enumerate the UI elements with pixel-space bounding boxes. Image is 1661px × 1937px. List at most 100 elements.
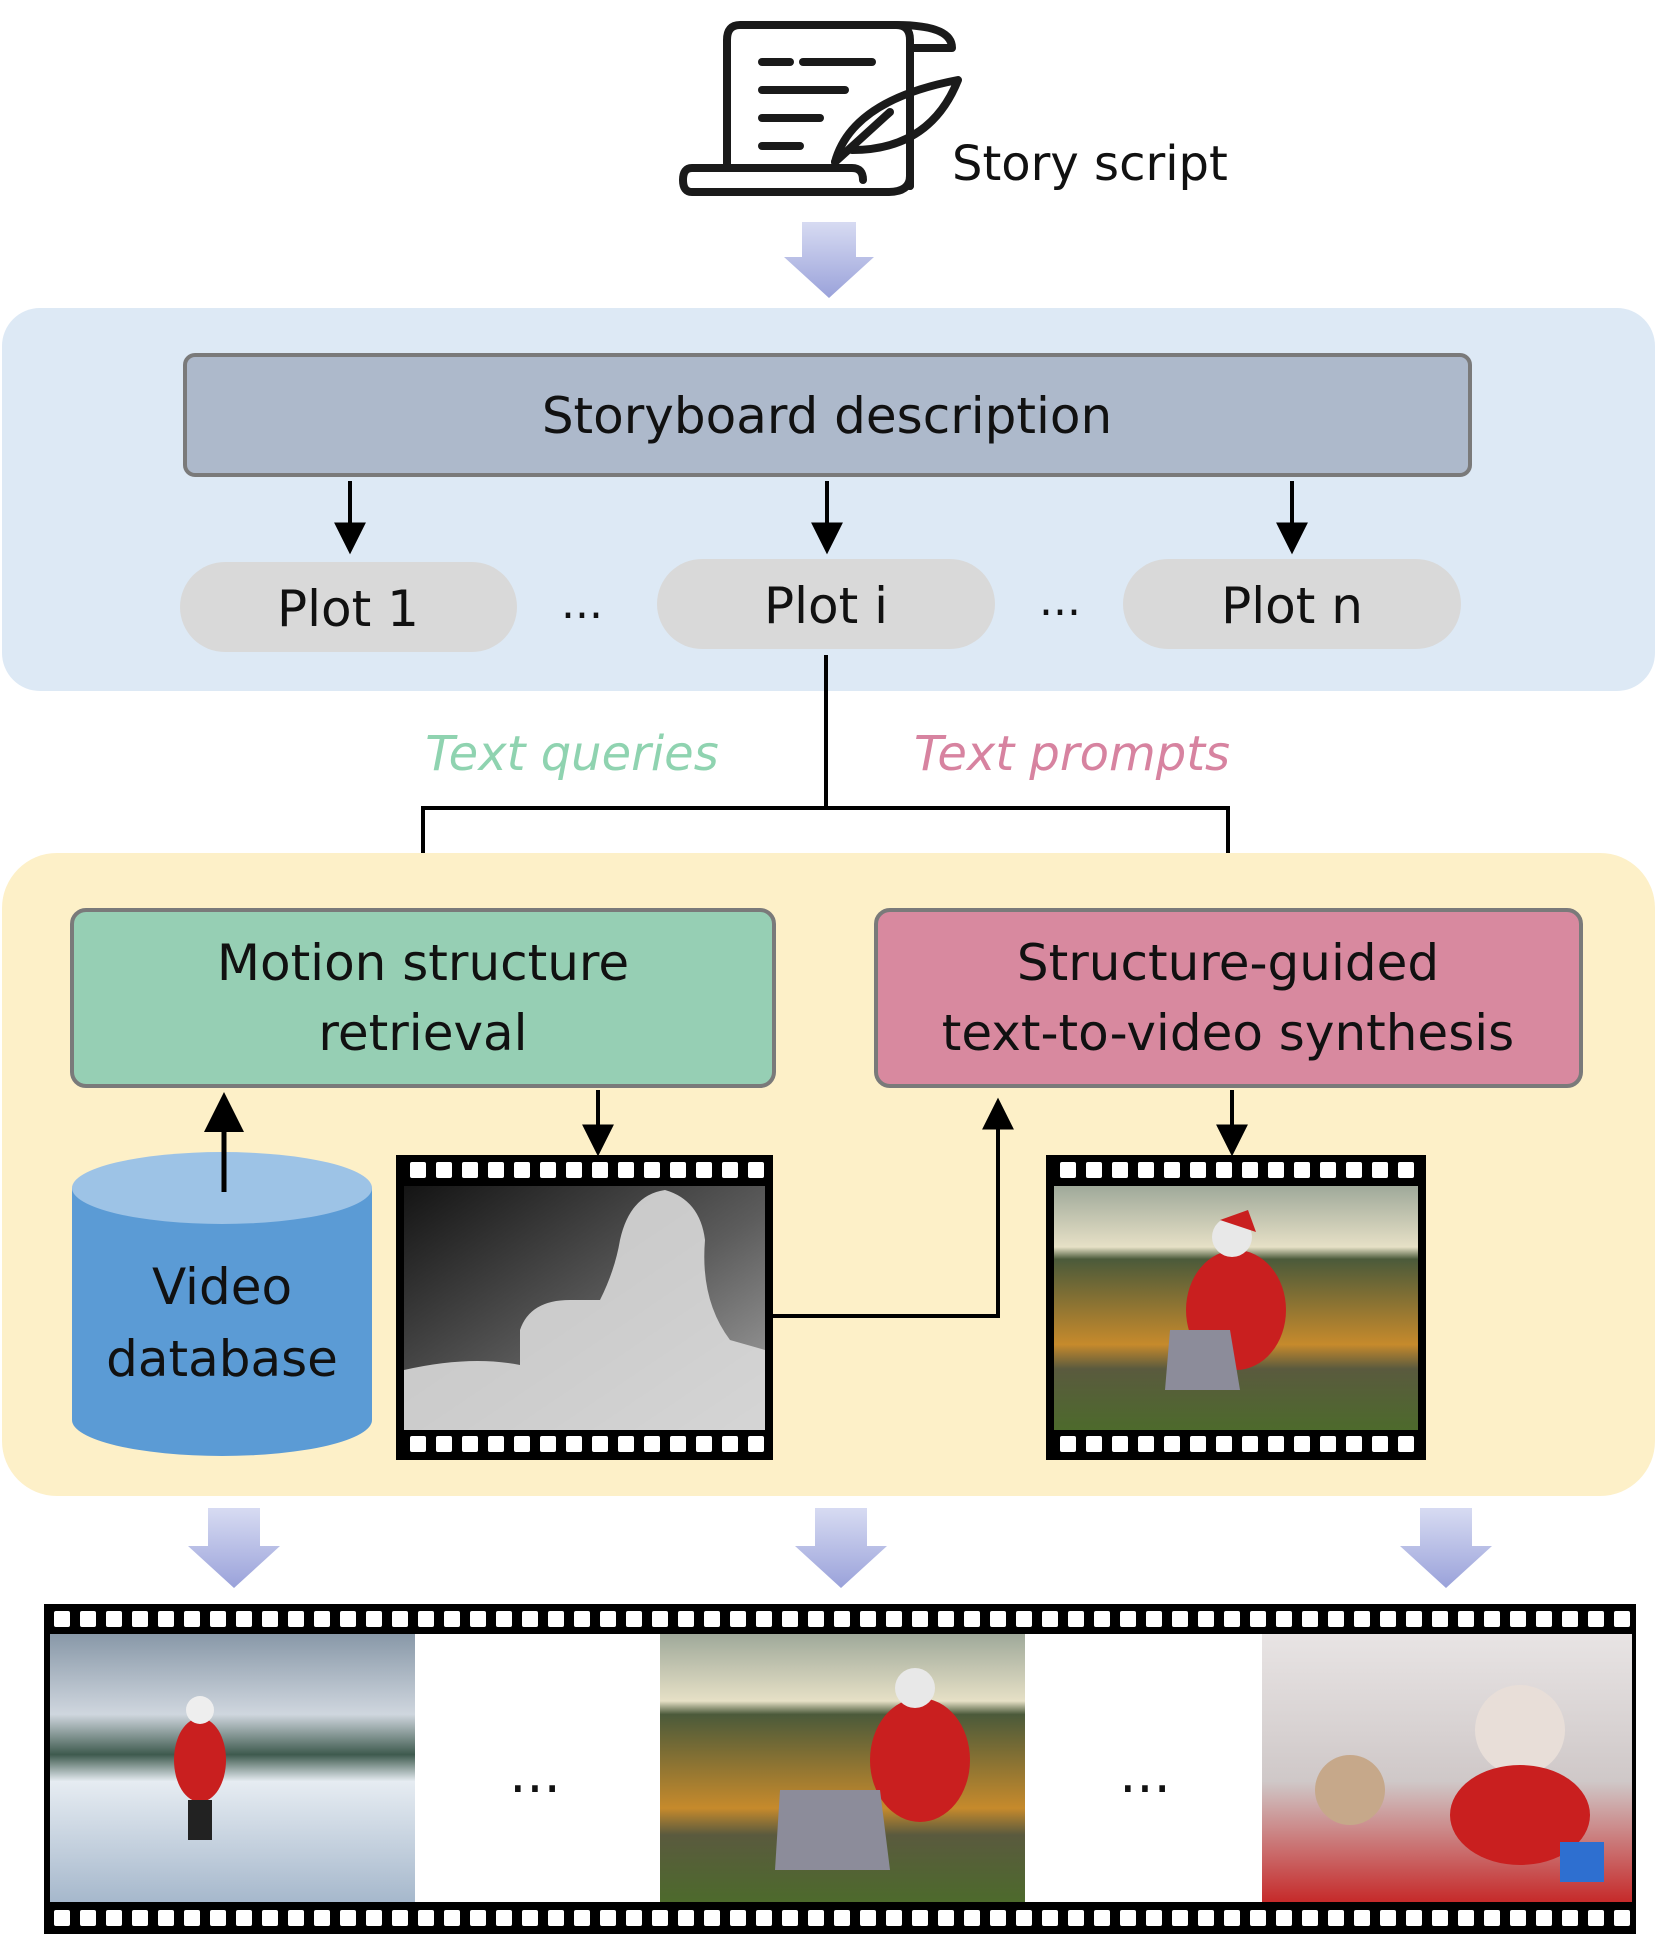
sprocket-hole [938,1611,954,1627]
sprocket-hole [964,1910,980,1926]
sprocket-hole [860,1910,876,1926]
sprocket-hole [444,1611,460,1627]
sprocket-hole [462,1436,478,1452]
sprocket-hole [1042,1910,1058,1926]
sprocket-hole [1060,1436,1076,1452]
sprocket-hole [1536,1611,1552,1627]
sprocket-hole [756,1611,772,1627]
sprocket-hole [1164,1436,1180,1452]
sprocket-hole [1138,1436,1154,1452]
sprocket-hole [1268,1162,1284,1178]
sprocket-hole [644,1162,660,1178]
sprocket-hole [522,1910,538,1926]
sprocket-hole [1068,1611,1084,1627]
sprocket-hole [964,1611,980,1627]
sprocket-hole [1294,1162,1310,1178]
sprocket-hole [410,1162,426,1178]
sprocket-hole [652,1910,668,1926]
sprocket-hole [566,1162,582,1178]
sprocket-hole [1276,1910,1292,1926]
sprocket-hole [80,1611,96,1627]
sprocket-hole [592,1436,608,1452]
sprocket-hole [210,1910,226,1926]
sprocket-hole [912,1611,928,1627]
sprocket-hole [860,1611,876,1627]
sprocket-hole [340,1611,356,1627]
sprocket-hole [782,1910,798,1926]
database-label-line1: Video [152,1258,292,1316]
sprocket-hole [1562,1910,1578,1926]
sprocket-hole [366,1910,382,1926]
sprocket-hole [938,1910,954,1926]
sprocket-hole [574,1611,590,1627]
sprocket-hole [1086,1162,1102,1178]
sprocket-hole [1346,1162,1362,1178]
sprocket-hole [340,1910,356,1926]
sprocket-hole [470,1611,486,1627]
flow-arrow-4 [1400,1508,1492,1588]
sprocket-hole [1294,1436,1310,1452]
sprocket-hole [1190,1162,1206,1178]
sprocket-hole [808,1611,824,1627]
sprocket-hole [1320,1162,1336,1178]
sprocket-hole [1458,1910,1474,1926]
sprocket-hole [644,1436,660,1452]
sprocket-hole [1354,1910,1370,1926]
sprocket-hole [600,1910,616,1926]
sprocket-hole [574,1910,590,1926]
sprocket-hole [1328,1910,1344,1926]
sprocket-hole [1172,1910,1188,1926]
sprocket-hole [1146,1910,1162,1926]
sprocket-hole [1112,1162,1128,1178]
plot-i-label: Plot i [764,577,888,635]
sprocket-hole [990,1910,1006,1926]
sprocket-hole [1198,1910,1214,1926]
sprocket-hole [1432,1611,1448,1627]
plot-1-label: Plot 1 [277,580,419,638]
sprocket-hole [670,1162,686,1178]
text-prompts-label: Text prompts [914,726,1230,782]
sprocket-hole [678,1611,694,1627]
sprocket-hole [1614,1611,1630,1627]
lake-santa-filmstrip [1046,1155,1426,1460]
sprocket-hole [392,1910,408,1926]
story-script-label: Story script [952,136,1228,192]
retrieval-label-line2: retrieval [318,1004,527,1062]
sprocket-hole [782,1611,798,1627]
sprocket-hole [444,1910,460,1926]
sprocket-hole [834,1611,850,1627]
sprocket-hole [600,1611,616,1627]
sprocket-hole [696,1436,712,1452]
ellipsis-plots-1: ... [561,578,603,629]
sprocket-hole [1016,1611,1032,1627]
sprocket-hole [106,1910,122,1926]
retrieval-label-line1: Motion structure [217,934,629,992]
sprocket-hole [540,1162,556,1178]
sprocket-hole [392,1611,408,1627]
sprocket-hole [1354,1611,1370,1627]
sprocket-hole [1216,1436,1232,1452]
sprocket-hole [1302,1611,1318,1627]
sprocket-hole [1588,1611,1604,1627]
sprocket-hole [652,1611,668,1627]
sprocket-hole [514,1436,530,1452]
retrieval-box [70,908,776,1088]
sprocket-hole [1302,1910,1318,1926]
sprocket-hole [1242,1436,1258,1452]
sprocket-hole [1120,1611,1136,1627]
sprocket-hole [886,1910,902,1926]
synthesis-box [874,908,1583,1088]
sprocket-hole [1146,1611,1162,1627]
sprocket-hole [1372,1436,1388,1452]
sprocket-hole [808,1910,824,1926]
sprocket-hole [912,1910,928,1926]
sprocket-hole [618,1436,634,1452]
sprocket-hole [1250,1611,1266,1627]
sprocket-hole [1172,1611,1188,1627]
sprocket-hole [184,1910,200,1926]
sprocket-hole [1190,1436,1206,1452]
sprocket-hole [410,1436,426,1452]
sprocket-hole [1432,1910,1448,1926]
sprocket-hole [1242,1162,1258,1178]
sprocket-hole [1276,1611,1292,1627]
